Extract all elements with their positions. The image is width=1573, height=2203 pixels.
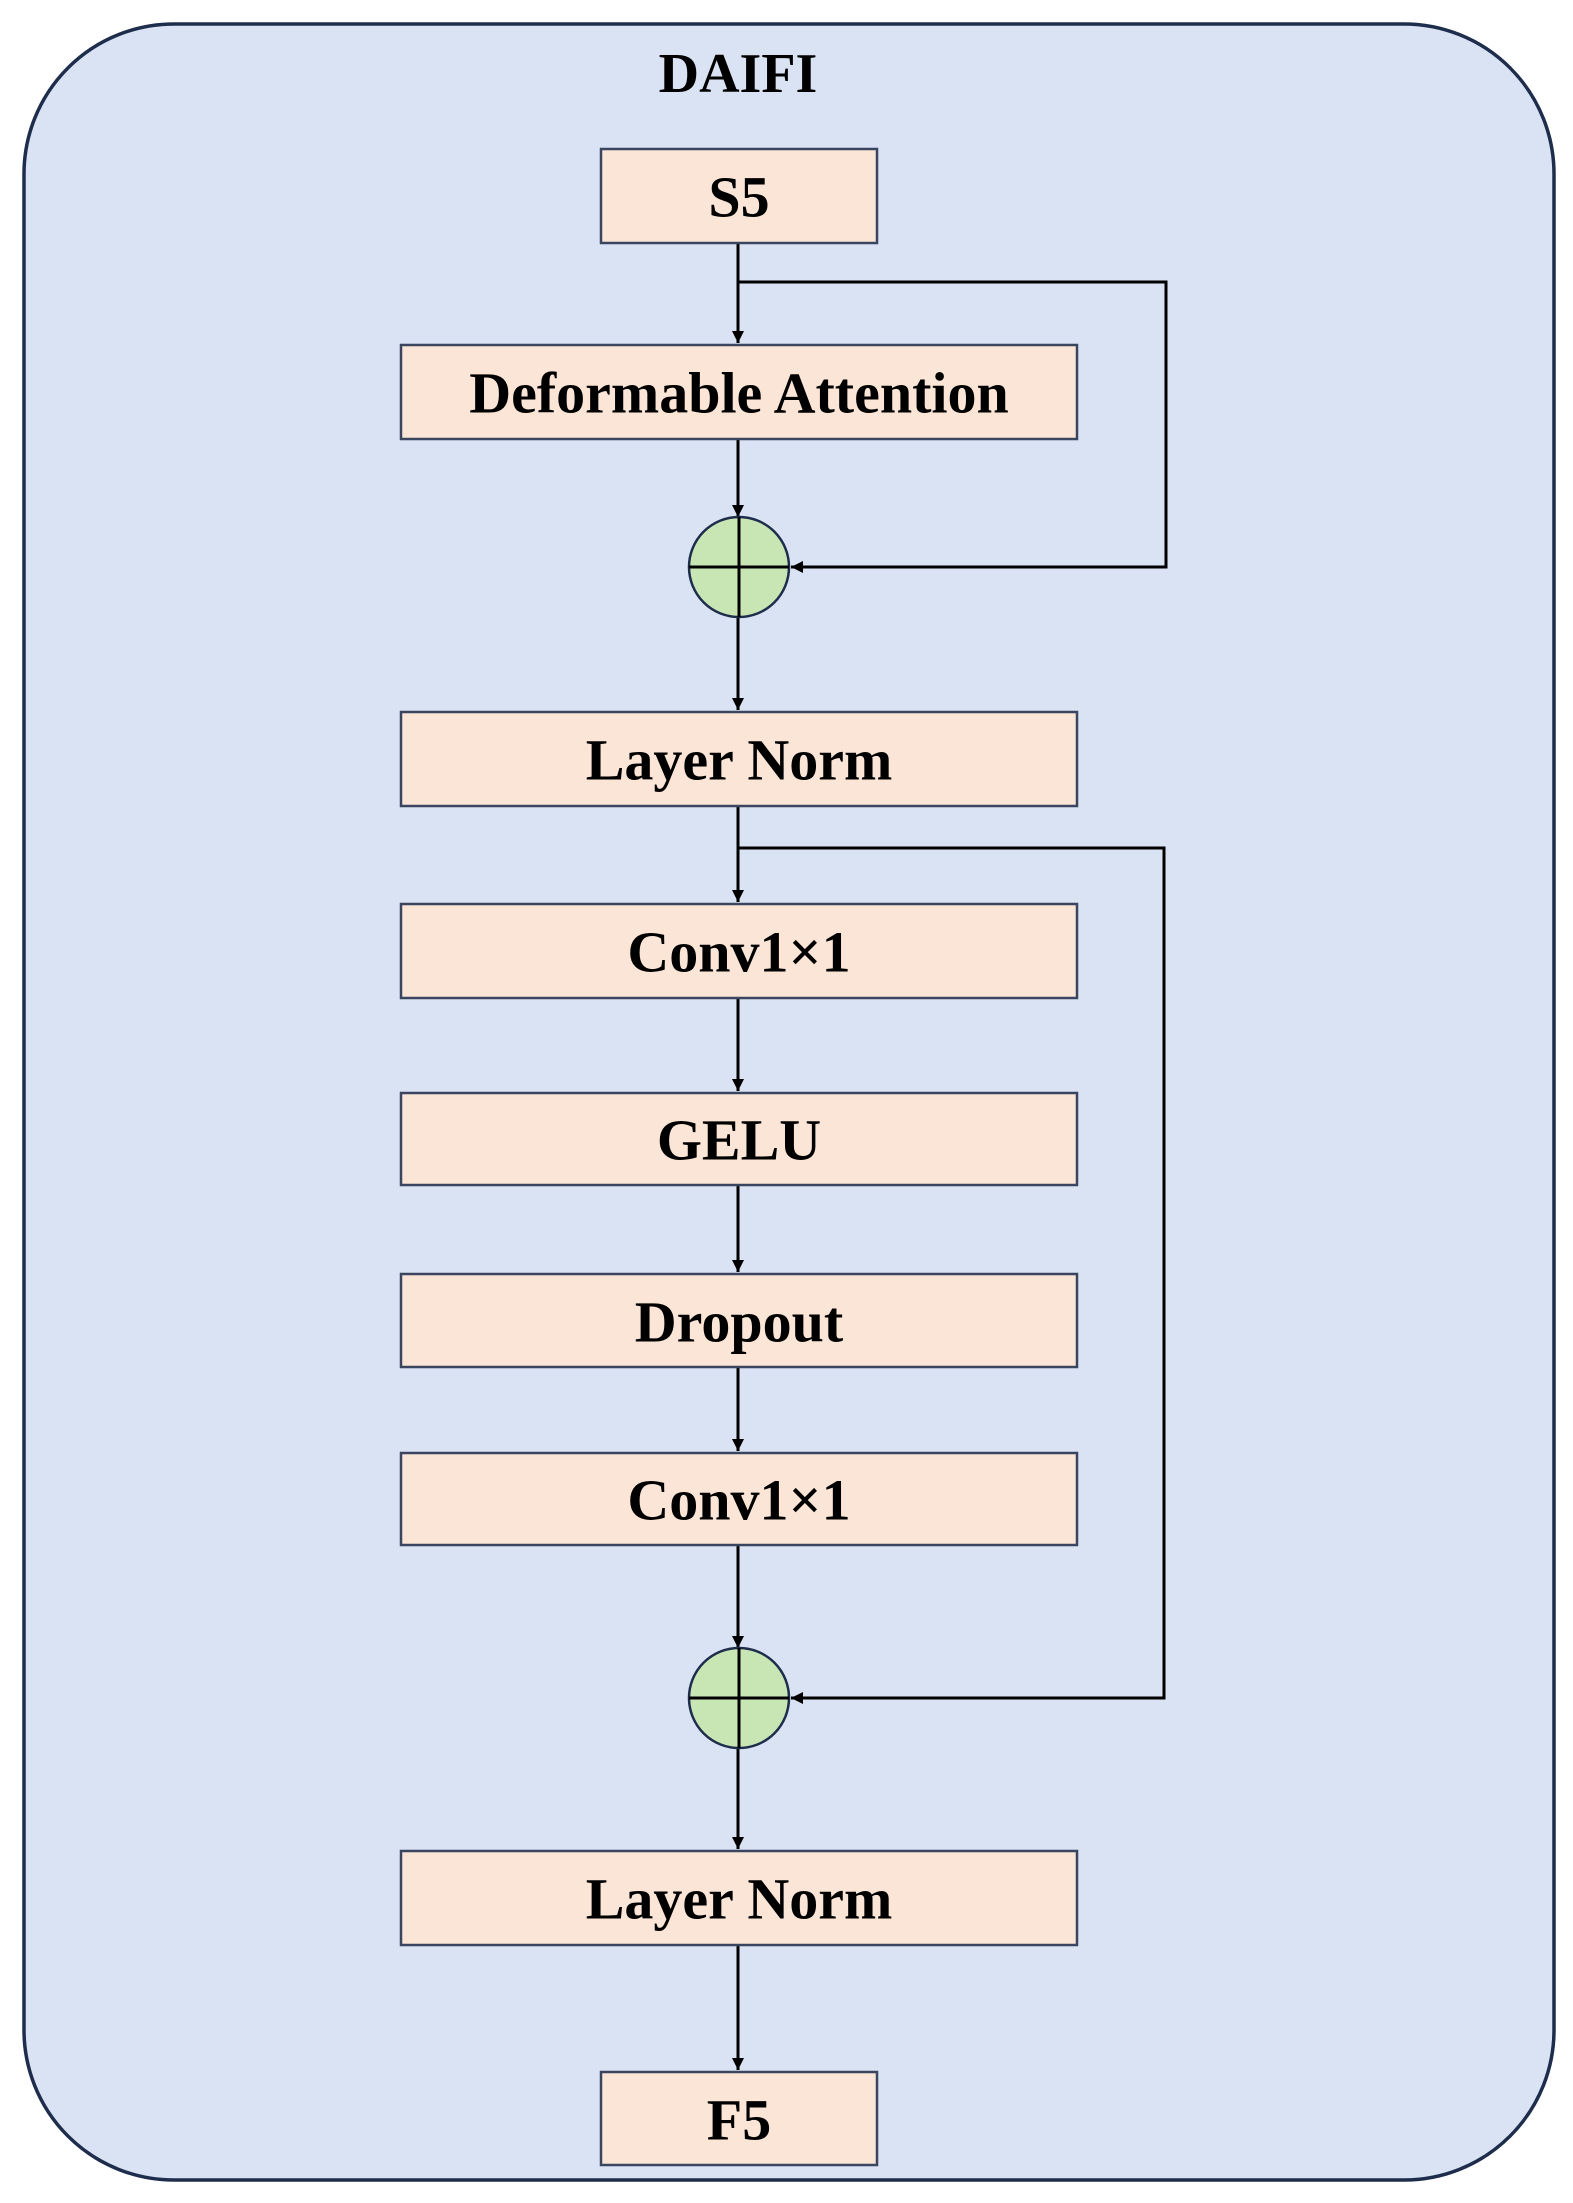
block-conv1x1-1-label: Conv1×1 bbox=[627, 920, 850, 985]
block-deformable-attention: Deformable Attention bbox=[399, 343, 1079, 441]
block-layer-norm-1: Layer Norm bbox=[399, 710, 1079, 808]
block-gelu: GELU bbox=[399, 1091, 1079, 1187]
block-f5: F5 bbox=[599, 2070, 879, 2167]
block-conv1x1-2-label: Conv1×1 bbox=[627, 1468, 850, 1533]
module-title: DAIFI bbox=[659, 43, 818, 105]
block-f5-label: F5 bbox=[707, 2088, 771, 2153]
block-deformable-attention-label: Deformable Attention bbox=[469, 361, 1009, 426]
block-dropout-label: Dropout bbox=[635, 1290, 844, 1355]
adder-node-2 bbox=[687, 1646, 791, 1750]
residual-connection-2 bbox=[738, 846, 1166, 1704]
block-layer-norm-1-label: Layer Norm bbox=[586, 728, 893, 793]
block-dropout: Dropout bbox=[399, 1272, 1079, 1369]
block-gelu-label: GELU bbox=[657, 1108, 821, 1173]
block-layer-norm-2: Layer Norm bbox=[399, 1849, 1079, 1947]
block-layer-norm-2-label: Layer Norm bbox=[586, 1867, 893, 1932]
block-s5: S5 bbox=[599, 147, 879, 245]
block-conv1x1-2: Conv1×1 bbox=[399, 1451, 1079, 1547]
block-conv1x1-1: Conv1×1 bbox=[399, 902, 1079, 1000]
adder-node-1 bbox=[687, 515, 791, 619]
block-s5-label: S5 bbox=[708, 165, 769, 230]
residual-connection-1 bbox=[738, 280, 1168, 573]
